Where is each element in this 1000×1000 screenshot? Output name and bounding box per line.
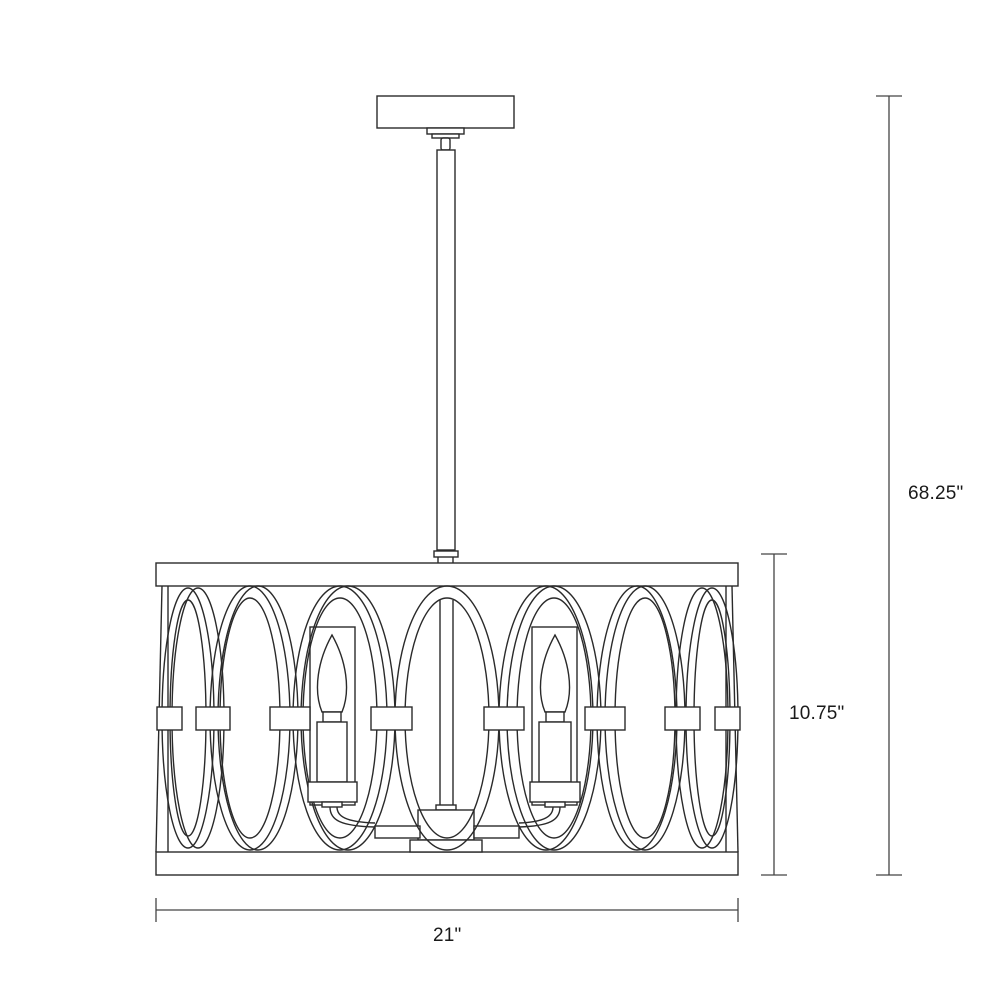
width-label: 21" — [433, 925, 462, 946]
candle-socket-right — [518, 626, 581, 828]
shade-height-label: 10.75" — [789, 703, 845, 724]
dimension-width — [155, 898, 739, 922]
downrod — [433, 149, 459, 563]
dimension-overall-height — [876, 95, 902, 876]
dimension-shade-height — [761, 553, 787, 876]
center-column — [374, 600, 520, 853]
overall-height-label: 68.25" — [908, 483, 964, 504]
candle-socket-left — [307, 626, 376, 828]
ring-clips — [156, 706, 741, 731]
canopy — [376, 95, 515, 151]
